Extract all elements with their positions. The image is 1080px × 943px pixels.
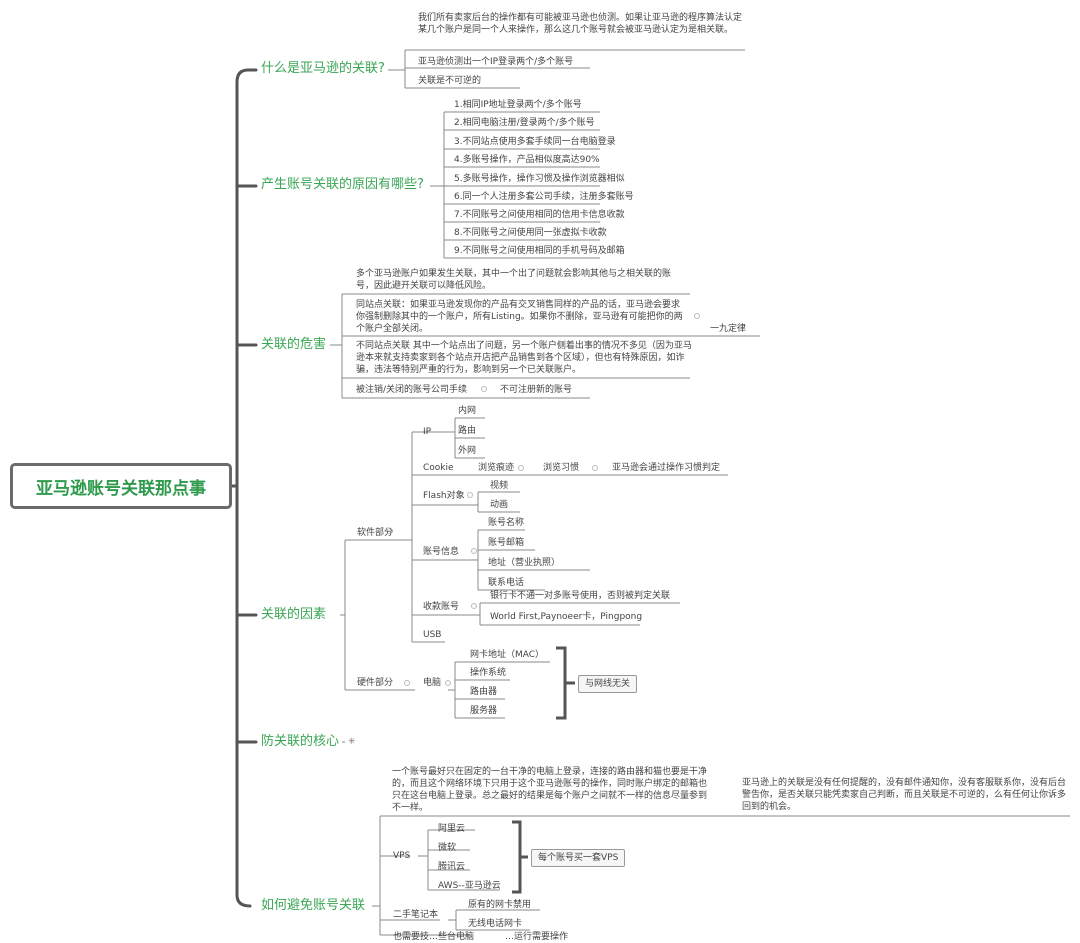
b2-item-2: 2.相同电脑注册/登录两个/多个账号 xyxy=(454,118,595,128)
root-topic[interactable]: 亚马逊账号关联那点事 xyxy=(10,463,232,509)
b4-pc-mac: 网卡地址（MAC） xyxy=(470,650,545,660)
b4-account-phone: 联系电话 xyxy=(488,578,525,588)
b4-cookie-trace: 浏览痕迹 xyxy=(478,463,515,473)
b3-cross-site: 不同站点关联 其中一个站点出了问题，另一个账户侧着出事的情况不多见（因为亚马逊本… xyxy=(356,341,692,375)
b6-laptop-nic-disable: 原有的网卡禁用 xyxy=(468,900,532,910)
branch-avoid[interactable]: 如何避免账号关联 xyxy=(258,897,369,915)
b4-account-email: 账号邮箱 xyxy=(488,538,525,548)
b6-vps-tencent: 腾讯云 xyxy=(438,862,466,872)
b4-payment-cards: World First,Paynoeer卡，Pingpong xyxy=(490,612,643,622)
b4-usb: USB xyxy=(423,630,442,640)
b2-item-1: 1.相同IP地址登录两个/多个账号 xyxy=(454,100,582,110)
b4-ip-router: 路由 xyxy=(458,426,477,436)
b2-item-5: 5.多账号操作，操作习惯及操作浏览器相似 xyxy=(454,174,625,184)
b4-account-address: 地址（营业执照） xyxy=(488,558,561,568)
b4-account-name: 账号名称 xyxy=(488,518,525,528)
b4-computer: 电脑 xyxy=(423,678,442,688)
b2-item-4: 4.多账号操作，产品相似度高达90% xyxy=(454,155,600,165)
b6-laptop: 二手笔记本 xyxy=(393,910,439,920)
b3-same-site: 同站点关联：如果亚马逊发现你的产品有交叉销售同样的产品的话，亚马逊会要求你强制删… xyxy=(356,300,683,334)
b4-flash-video: 视频 xyxy=(490,481,509,491)
b2-item-3: 3.不同站点使用多套手续同一台电脑登录 xyxy=(454,137,616,147)
b4-software: 软件部分 xyxy=(357,528,394,538)
b4-cookie: Cookie xyxy=(423,463,454,473)
b6-description: 一个账号最好只在固定的一台干净的电脑上登录，连接的路由器和猫也要是干净的，而且这… xyxy=(392,767,708,813)
b6-vps-aws: AWS--亚马逊云 xyxy=(438,881,501,891)
b4-cookie-judge: 亚马逊会通过操作习惯判定 xyxy=(612,463,721,473)
b4-pc-summary-tag: 与网线无关 xyxy=(578,675,638,693)
b4-payment-bank: 银行卡不通一对多账号使用，否则被判定关联 xyxy=(490,591,671,601)
b6-cut-item-2: …运行需要操作 xyxy=(505,932,569,942)
branch-harm[interactable]: 关联的危害 xyxy=(258,336,330,354)
b1-description: 我们所有卖家后台的操作都有可能被亚马逊也侦测。如果让亚马逊的程序算法认定某几个账… xyxy=(418,13,743,35)
b4-pc-router: 路由器 xyxy=(470,687,498,697)
b4-ip-wan: 外网 xyxy=(458,446,477,456)
b1-item-ip-detect: 亚马逊侦测出一个IP登录两个/多个账号 xyxy=(418,57,574,67)
b2-item-7: 7.不同账号之间使用相同的信用卡信息收款 xyxy=(454,210,625,220)
b3-closed-account-tag: 不可注册新的账号 xyxy=(500,385,573,395)
branch-causes[interactable]: 产生账号关联的原因有哪些? xyxy=(258,176,427,194)
b3-closed-account: 被注销/关闭的账号公司手续 xyxy=(356,385,468,395)
b4-flash: Flash对象 xyxy=(423,491,465,501)
b6-vps-summary-tag: 每个账号买一套VPS xyxy=(531,849,626,867)
b2-item-6: 6.同一个人注册多套公司手续，注册多套账号 xyxy=(454,192,634,202)
b6-vps: VPS xyxy=(393,851,411,861)
b4-ip: IP xyxy=(423,427,432,437)
b3-same-site-tag: 一九定律 xyxy=(710,324,747,334)
b4-pc-server: 服务器 xyxy=(470,706,498,716)
b2-item-8: 8.不同账号之间使用同一张虚拟卡收款 xyxy=(454,228,607,238)
b4-flash-animation: 动画 xyxy=(490,500,509,510)
b6-note: 亚马逊上的关联是没有任何提醒的，没有邮件通知你，没有客服联系你，没有后台警告你，… xyxy=(742,778,1067,812)
b4-payment: 收款账号 xyxy=(423,602,460,612)
b2-item-9: 9.不同账号之间使用相同的手机号码及邮箱 xyxy=(454,246,625,256)
b6-laptop-wireless: 无线电话网卡 xyxy=(468,919,523,929)
b4-cookie-habit: 浏览习惯 xyxy=(543,463,580,473)
b4-account-info: 账号信息 xyxy=(423,547,460,557)
branch-core[interactable]: 防关联的核心 xyxy=(258,733,343,751)
b6-vps-aliyun: 阿里云 xyxy=(438,824,466,834)
b6-vps-microsoft: 微软 xyxy=(438,843,457,853)
branch-factors[interactable]: 关联的因素 xyxy=(258,606,330,624)
b3-intro: 多个亚马逊账户如果发生关联，其中一个出了问题就会影响其他与之相关联的账号，因此避… xyxy=(356,269,672,291)
b1-item-irreversible: 关联是不可逆的 xyxy=(418,76,482,86)
b4-pc-os: 操作系统 xyxy=(470,668,507,678)
b4-ip-lan: 内网 xyxy=(458,406,477,416)
b4-hardware: 硬件部分 xyxy=(357,678,394,688)
b6-cut-item-1: 也需要技…些台电脑 xyxy=(393,932,475,942)
asterisk-icon: ✳ xyxy=(348,737,356,747)
branch-what-is-association[interactable]: 什么是亚马逊的关联? xyxy=(258,60,388,78)
